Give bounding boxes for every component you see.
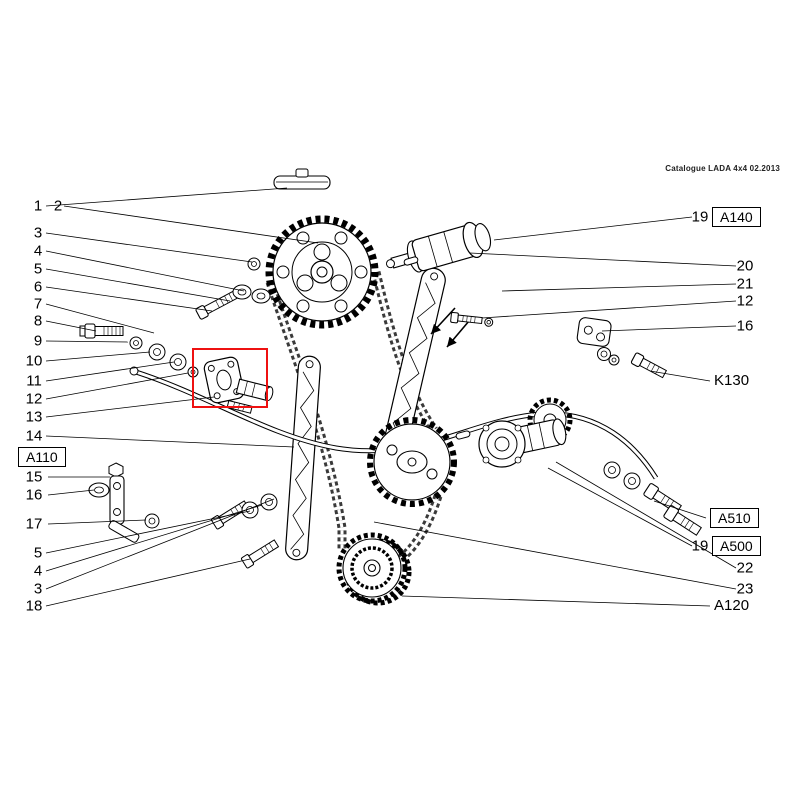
part-code-a500: A500 [712,536,761,556]
part-code-a140: A140 [712,207,761,227]
callout-21: 21 [736,275,754,293]
part-code-a120: A120 [714,597,750,614]
callout-12-right: 12 [736,292,754,310]
tensioner-pin [403,256,419,266]
callout-19-upper: 19 [691,208,709,226]
callout-19-lower: 19 [691,537,709,555]
leader-lines [45,187,737,607]
crankshaft-sprocket [367,417,457,507]
bracket-right [576,317,612,347]
callout-22: 22 [736,559,754,577]
callout-5: 5 [33,260,43,278]
chain-tensioner-lower [455,397,573,468]
callout-14: 14 [25,427,43,445]
callout-9: 9 [33,332,43,350]
bolt-k130 [630,352,668,379]
callout-7: 7 [33,295,43,313]
washers-lower [241,493,278,519]
bracket-left-lower [88,462,160,543]
washers-upper [232,257,271,304]
direction-arrows [430,307,470,348]
callout-16-right: 16 [736,317,754,335]
callout-3-lower: 3 [33,580,43,598]
washers-right-upper [597,347,620,366]
bolt-lower-2 [241,539,280,569]
stud-right [450,311,494,327]
callout-10: 10 [25,352,43,370]
callout-16: 16 [25,486,43,504]
callout-8: 8 [33,312,43,330]
bolt-a510-2 [663,505,702,536]
callout-1: 1 [33,197,43,215]
highlighted-tensioner-part [203,356,274,414]
callout-4: 4 [33,242,43,260]
callout-6: 6 [33,278,43,296]
callout-13: 13 [25,408,43,426]
washers-right-lower [603,461,641,490]
callout-15: 15 [25,468,43,486]
bolt-left [79,323,124,339]
part-code-a110: A110 [18,447,66,467]
bolt-angled-upper [195,290,239,320]
highlight-rect [192,348,268,408]
tensioner-rail-left [285,355,321,561]
oil-pump-sprocket [336,532,412,606]
part-code-k130: K130 [714,372,750,389]
part-code-a510: A510 [710,508,759,528]
callout-11: 11 [26,372,42,390]
catalogue-watermark: Catalogue LADA 4x4 02.2013 [665,164,780,173]
callout-2: 2 [53,197,63,215]
callout-4-lower: 4 [33,562,43,580]
callout-12: 12 [25,390,43,408]
callout-17: 17 [25,515,43,533]
callout-5-lower: 5 [33,544,43,562]
camshaft-sprocket [265,215,379,329]
callout-3: 3 [33,224,43,242]
callout-20: 20 [736,257,754,275]
callout-23: 23 [736,580,754,598]
sprocket-edge-view [273,168,331,190]
callout-18: 18 [25,597,43,615]
